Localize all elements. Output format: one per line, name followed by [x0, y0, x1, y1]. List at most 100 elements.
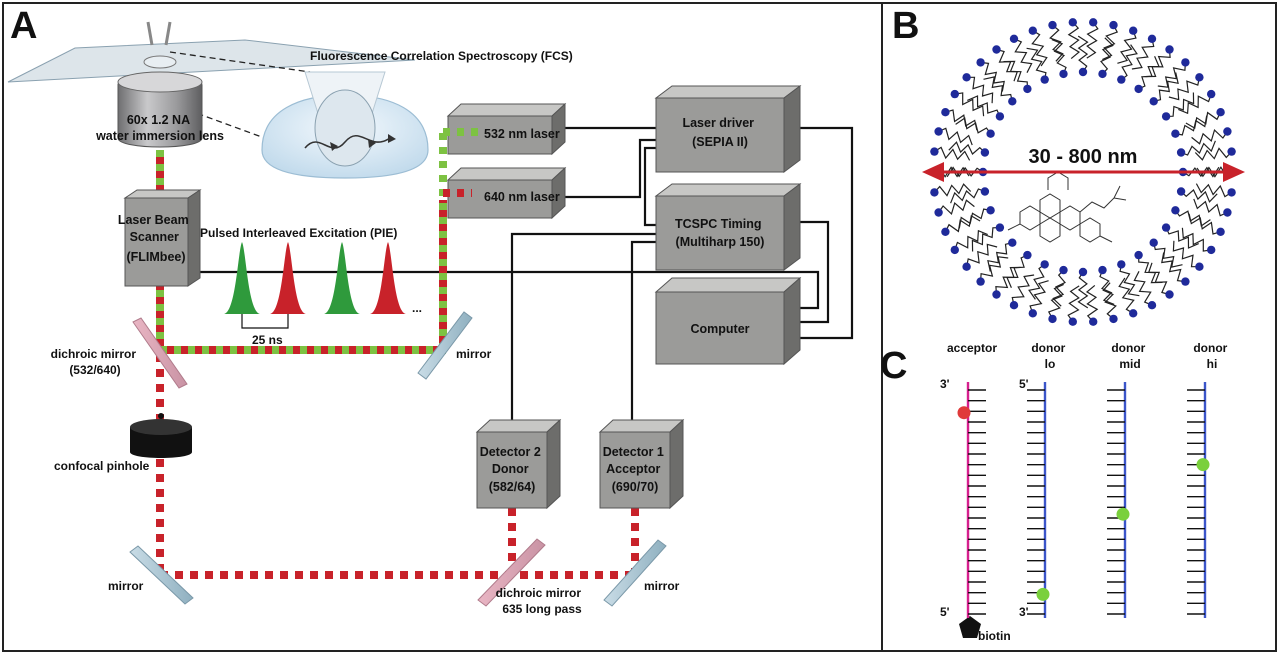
red-pulse — [370, 242, 406, 314]
lipid-tail — [971, 227, 1000, 252]
lipid-head — [976, 58, 985, 67]
lipid-head — [1048, 20, 1057, 30]
lipid-head — [1109, 20, 1118, 30]
svg-text:dichroic mirror 635 long: dichroic mirror 635 long pass — [496, 586, 585, 616]
lipid-tail — [954, 229, 988, 251]
lipid-tail — [1099, 269, 1115, 305]
lipid-tail — [1067, 285, 1080, 323]
detector-2-label-line2: Donor — [492, 462, 529, 476]
lipid-tail — [1195, 183, 1232, 198]
lipid-tail — [1180, 189, 1218, 203]
tcspc-label-line1: TCSPC Timing — [675, 217, 762, 231]
lipid-head — [934, 127, 943, 136]
lipid-head — [1161, 112, 1171, 121]
detector-2-label-line1: Detector 2 — [480, 445, 541, 459]
svg-text:donor hi: donor hi — [1193, 341, 1230, 371]
pie-title: Pulsed Interleaved Excitation (PIE) — [200, 226, 397, 240]
lipid-tail — [1119, 264, 1140, 297]
lipid-head — [1207, 89, 1216, 99]
diameter-arrowhead-left — [922, 162, 944, 182]
lipid-head — [1023, 250, 1032, 260]
lipid-tail — [938, 127, 973, 146]
dichroic-1-label-line1: dichroic mirror — [51, 347, 137, 361]
tcspc-box — [654, 183, 802, 271]
lipid-tail — [987, 242, 1013, 272]
lipid-tail — [1182, 166, 1220, 178]
lipid-tail — [1026, 47, 1047, 80]
lipid-head — [1040, 75, 1049, 84]
lipid-tail — [1085, 284, 1099, 323]
mirror-bottom-right — [603, 539, 667, 607]
fcs-title: Fluorescence Correlation Spectroscopy (F… — [310, 49, 573, 63]
lipid-head — [1098, 69, 1107, 79]
lipid-head — [992, 45, 1001, 54]
lipid-tail — [1120, 44, 1138, 81]
lipid-tail — [1194, 147, 1233, 161]
detector-2-box — [475, 418, 562, 510]
donor-lo-top-end: 5' — [1019, 377, 1029, 391]
lipid-head — [992, 290, 1001, 299]
lipid-head — [1181, 58, 1190, 67]
lipid-tail — [1175, 115, 1208, 136]
dichroic-2-label-line1: dichroic mirror — [496, 586, 582, 600]
lipid-head — [1098, 265, 1107, 275]
diameter-label: 30 - 800 nm — [1029, 146, 1138, 168]
lipid-tail — [966, 76, 994, 104]
svg-text:TCSPC Timing (Multiharp: TCSPC Timing (Multiharp 150) — [675, 217, 765, 249]
lipid-nanoparticle — [928, 18, 1238, 326]
lipid-tail — [996, 48, 1019, 82]
scanner-label-line3: (FLIMbee) — [126, 250, 185, 264]
svg-text:Laser Beam Scanner: Laser Beam Scanner (FLIMbee) — [118, 213, 192, 264]
lipid-tail — [995, 266, 1021, 295]
lipid-tail — [938, 199, 975, 216]
lipid-head — [1023, 84, 1032, 94]
lipid-tail — [1102, 282, 1117, 320]
lipid-tail — [1181, 227, 1212, 252]
lipid-head — [1171, 206, 1180, 215]
mirror-bottom-left — [129, 545, 194, 605]
lipid-head — [1129, 26, 1138, 35]
lipid-head — [1089, 317, 1098, 326]
lipid-tail — [933, 183, 972, 197]
lipid-head — [995, 112, 1005, 121]
lipid-tail — [1077, 271, 1089, 309]
lipid-tail — [1138, 56, 1160, 90]
lipid-tail — [966, 243, 998, 267]
lipid-head — [980, 187, 990, 196]
lipid-tail — [1188, 213, 1221, 235]
tcspc-label-line2: (Multiharp 150) — [676, 235, 765, 249]
lipid-head — [962, 262, 971, 271]
lipid-head — [1207, 245, 1216, 255]
computer-label: Computer — [690, 322, 749, 336]
objective-label-line2: water immersion lens — [95, 129, 224, 143]
lipid-tail — [1052, 269, 1066, 307]
lipid-head — [1149, 97, 1158, 106]
lipid-head — [1028, 26, 1038, 35]
lipid-tail — [1028, 263, 1046, 300]
green-pulse — [224, 242, 260, 314]
lipid-tail — [955, 117, 992, 135]
signal-cables — [200, 126, 854, 420]
mirror-bottom-right-label: mirror — [644, 579, 680, 593]
donor-dye — [1036, 587, 1050, 601]
lipid-tail — [1067, 21, 1081, 60]
lipid-tail — [1193, 198, 1228, 217]
lipid-head — [950, 245, 959, 255]
panel-label-a: A — [10, 5, 37, 47]
lipid-head — [1147, 301, 1157, 310]
lipid-tail — [1145, 49, 1171, 78]
pulse-interval-bracket — [241, 314, 289, 329]
panel-c: acceptor donor lo donor mid donor hi 3' … — [940, 341, 1230, 643]
acceptor-top-end: 3' — [940, 377, 950, 391]
objective-lens — [117, 21, 203, 148]
laser-532 — [446, 102, 567, 156]
lipid-head — [1109, 314, 1118, 324]
lipid-head — [1195, 262, 1204, 271]
lipid-tail — [1138, 255, 1163, 284]
lipid-tail — [1117, 30, 1137, 64]
lipid-head — [930, 147, 939, 156]
lipid-tail — [980, 61, 1005, 92]
diameter-arrowhead-right — [1223, 162, 1245, 182]
lipid-tail — [948, 141, 986, 155]
